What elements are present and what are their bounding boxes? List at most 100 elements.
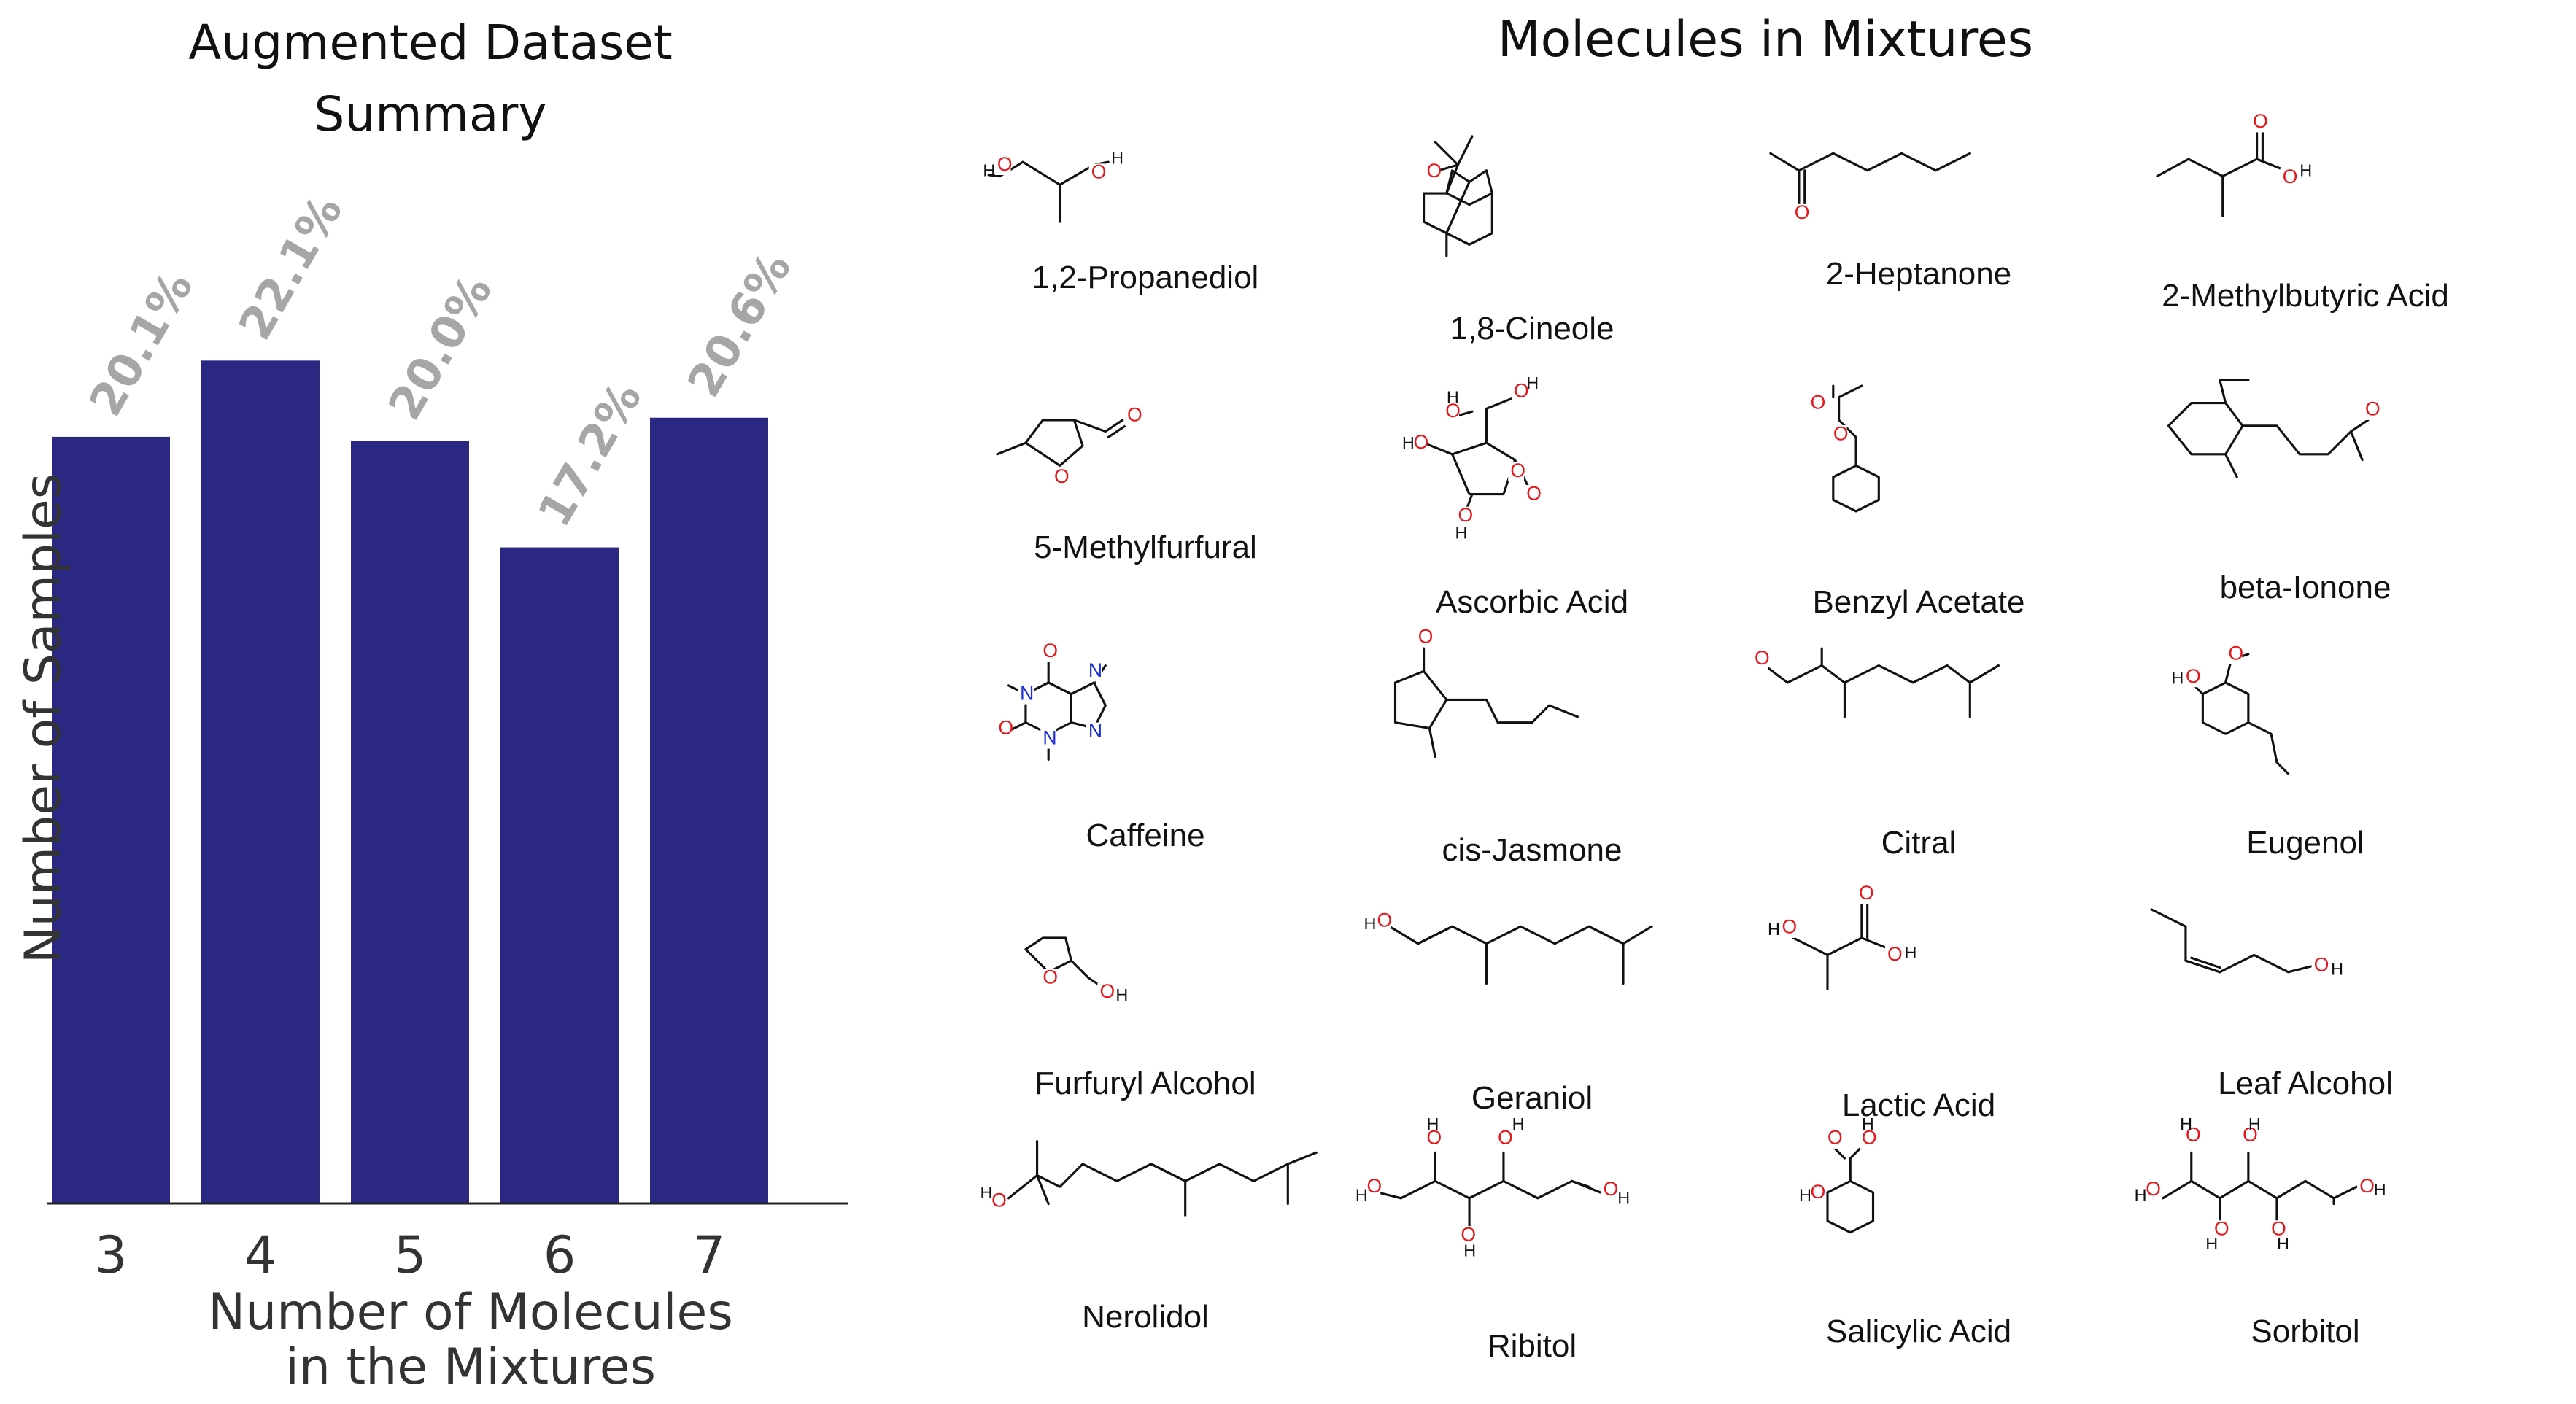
bond-line: [1107, 424, 1127, 438]
atom-mask: [1830, 424, 1847, 445]
molecule-structure-drawing: O: [2167, 379, 2380, 478]
atom-mask: [1424, 162, 1441, 182]
bond-line: [1423, 180, 1471, 235]
atom-label-o: O: [1377, 909, 1393, 931]
bond-line: [2167, 401, 2244, 456]
atom-mask: [2143, 1180, 2159, 1201]
molecule-name: 2-Methylbutyric Acid: [2162, 278, 2449, 314]
molecule-name: Geraniol: [1471, 1080, 1593, 1116]
bar-value-label: 17.2%: [527, 373, 652, 535]
bond-line: [1445, 698, 1579, 724]
bond-line: [1826, 1179, 1875, 1234]
bar-value-label: 20.6%: [677, 243, 802, 406]
atom-mask: [1808, 394, 1825, 414]
atom-mask: [2362, 400, 2379, 420]
bond-line: [1763, 664, 1846, 718]
bond-line: [1849, 1145, 1863, 1182]
atom-label-h: H: [2135, 1186, 2147, 1205]
bond-line: [1036, 1163, 1187, 1217]
molecule-structure-drawing: O: [1752, 647, 2000, 718]
atom-label-h: H: [1455, 523, 1468, 542]
atom-mask: [1779, 918, 1796, 938]
bond-line: [2247, 721, 2290, 775]
molecule-name: 5-Methylfurfural: [1034, 530, 1257, 565]
bond-line: [2349, 430, 2364, 462]
atom-label-o: O: [2283, 166, 2298, 187]
atom-label-h: H: [1355, 1186, 1368, 1205]
bond-line: [1393, 670, 1448, 729]
atom-label-o: O: [2359, 1175, 2375, 1197]
atom-label-o: O: [2365, 398, 2380, 420]
molecule-structure-drawing: O: [1423, 135, 1493, 257]
bond-line: [2156, 158, 2224, 217]
atom-label-o: O: [1514, 380, 1529, 402]
bond-line: [2190, 956, 2221, 969]
atom-label-o: O: [1811, 1181, 1826, 1203]
atom-mask: [1040, 729, 1057, 749]
atom-mask: [1097, 982, 1114, 1003]
atom-label-o: O: [2314, 953, 2329, 975]
atom-label-o: O: [2271, 1218, 2286, 1240]
atom-label-h: H: [1115, 985, 1128, 1004]
molecule-name: Nerolidol: [1082, 1299, 1209, 1335]
bond-line: [2241, 424, 2353, 456]
atom-label-o: O: [1498, 1127, 1513, 1149]
atom-label-o: O: [2243, 1124, 2258, 1146]
bond-line: [2224, 453, 2238, 478]
bond-line: [1417, 925, 1454, 945]
molecule-structure-drawing: OO: [996, 404, 1142, 488]
atom-label-o: O: [1755, 647, 1770, 669]
atom-label-o: O: [1827, 1127, 1843, 1149]
molecule-structure-drawing: OH: [1364, 909, 1653, 985]
atom-mask: [1364, 1177, 1381, 1198]
bond-line: [1445, 192, 1493, 246]
molecule-name: 1,8-Cineole: [1450, 311, 1614, 346]
bar-3: [52, 436, 170, 1203]
bond-line: [1485, 925, 1625, 985]
atom-label-o: O: [1127, 404, 1142, 426]
bond-line: [1571, 1179, 1590, 1188]
atom-label-o: O: [1445, 400, 1461, 422]
atom-label-h: H: [980, 1183, 992, 1202]
atom-label-o: O: [1414, 431, 1429, 453]
atom-mask: [1511, 382, 1528, 402]
molecule-name: Lactic Acid: [1841, 1087, 1996, 1123]
bond-line: [2201, 681, 2250, 735]
bar-value-label: 20.1%: [79, 263, 204, 425]
bond-line: [1832, 1145, 1846, 1160]
atom-label-o: O: [1811, 391, 1826, 413]
atom-mask: [1601, 1180, 1617, 1201]
molecule-name: 1,2-Propanediol: [1032, 260, 1259, 295]
bond-line: [1377, 1191, 1402, 1200]
atom-label-o: O: [2229, 643, 2244, 664]
atom-mask: [994, 155, 1011, 175]
atom-mask: [1458, 1226, 1475, 1246]
atom-label-o: O: [1510, 459, 1525, 481]
molecule-1-8-cineole: O 1,8-Cineole: [1335, 109, 1729, 346]
x-axis-title-line-2: in the Mixtures: [285, 1338, 656, 1396]
atom-label-o: O: [2146, 1178, 2161, 1200]
bond-line: [2184, 959, 2221, 974]
x-tick-label: 6: [544, 1225, 576, 1285]
bond-line: [996, 419, 1084, 467]
molecule-structure-drawing: OH: [980, 1140, 1318, 1217]
molecule-structure-drawing: OOH: [2171, 643, 2290, 775]
atom-mask: [2183, 667, 2200, 688]
bond-line: [1388, 925, 1488, 985]
bond-line: [1399, 1179, 1602, 1200]
bond-line: [1150, 1163, 1289, 1206]
atom-label-o: O: [991, 1190, 1007, 1211]
bond-line: [2349, 419, 2370, 433]
atom-label-h: H: [1426, 1114, 1439, 1133]
